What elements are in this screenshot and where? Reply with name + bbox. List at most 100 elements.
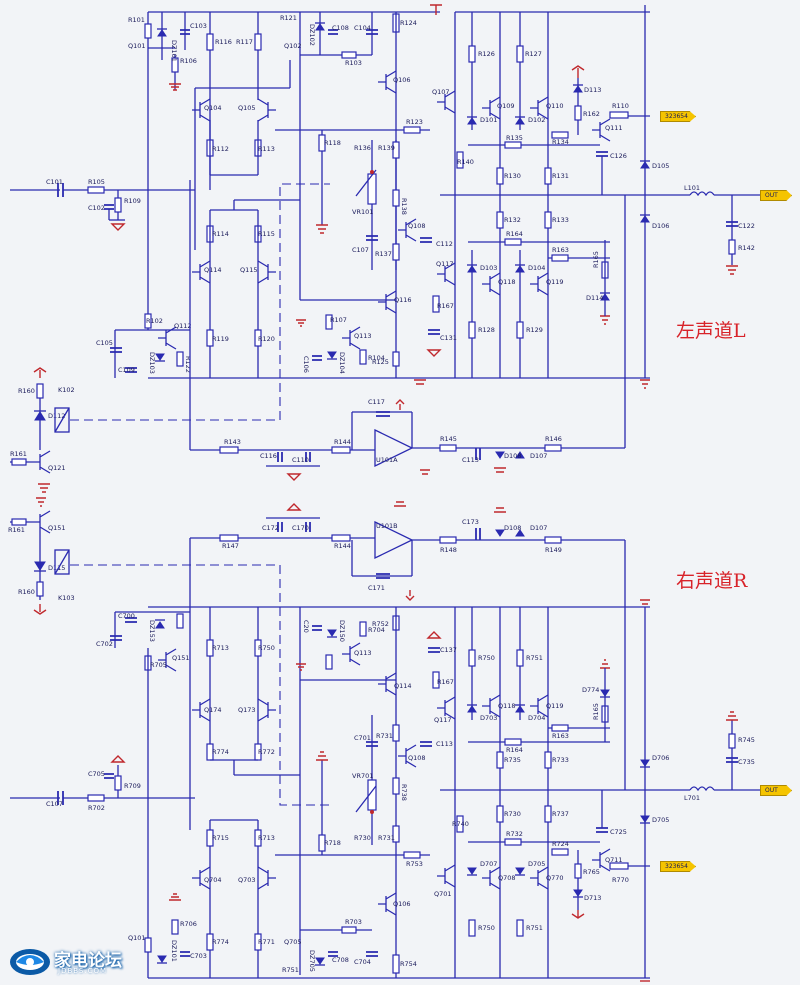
svg-text:Q104: Q104 xyxy=(204,104,222,112)
svg-text:R730: R730 xyxy=(504,810,521,818)
svg-text:Q110: Q110 xyxy=(546,102,564,110)
svg-text:Q151: Q151 xyxy=(48,524,66,532)
svg-text:R750: R750 xyxy=(258,644,275,652)
svg-text:C102: C102 xyxy=(88,204,105,212)
svg-text:R122: R122 xyxy=(184,356,192,373)
svg-text:R751: R751 xyxy=(282,966,299,974)
power-rails xyxy=(148,4,650,982)
svg-text:Q705: Q705 xyxy=(284,938,302,946)
svg-text:C705: C705 xyxy=(88,770,105,778)
svg-text:C105: C105 xyxy=(96,339,113,347)
svg-text:C708: C708 xyxy=(332,956,349,964)
svg-text:Q118: Q118 xyxy=(498,278,516,286)
right-bottom-terminal-tag: 323654 xyxy=(660,861,696,872)
svg-text:R161: R161 xyxy=(10,450,27,458)
svg-text:R102: R102 xyxy=(146,317,163,325)
svg-text:Q151: Q151 xyxy=(172,654,190,662)
svg-text:DZ705: DZ705 xyxy=(308,950,316,972)
svg-text:Q118: Q118 xyxy=(498,702,516,710)
svg-text:C735: C735 xyxy=(738,758,755,766)
svg-text:Q107: Q107 xyxy=(432,88,450,96)
svg-text:R731: R731 xyxy=(378,834,395,842)
svg-text:D774: D774 xyxy=(582,686,599,694)
right-channel-circuit: R161 Q151 D115 R160 K103 R147 R144 C172 … xyxy=(8,497,760,978)
left-channel-label: 左声道L xyxy=(676,320,746,342)
svg-text:R735: R735 xyxy=(504,756,521,764)
svg-text:R101: R101 xyxy=(128,16,145,24)
svg-text:Q112: Q112 xyxy=(174,322,192,330)
svg-text:D115: D115 xyxy=(48,564,65,572)
svg-text:R705: R705 xyxy=(150,661,167,669)
svg-text:R167: R167 xyxy=(437,678,454,686)
svg-text:R772: R772 xyxy=(258,748,275,756)
svg-text:R164: R164 xyxy=(506,230,523,238)
svg-text:D706: D706 xyxy=(652,754,669,762)
svg-text:C109: C109 xyxy=(118,366,135,374)
svg-text:R131: R131 xyxy=(552,172,569,180)
svg-text:R731: R731 xyxy=(376,732,393,740)
svg-text:D107: D107 xyxy=(530,452,547,460)
svg-text:R127: R127 xyxy=(525,50,542,58)
svg-text:Q114: Q114 xyxy=(204,266,222,274)
svg-text:DZ153: DZ153 xyxy=(148,620,156,642)
svg-text:C702: C702 xyxy=(96,640,113,648)
svg-text:R147: R147 xyxy=(222,542,239,550)
svg-text:R752: R752 xyxy=(372,620,389,628)
svg-text:R140: R140 xyxy=(457,158,474,166)
svg-text:R765: R765 xyxy=(583,868,600,876)
svg-text:R745: R745 xyxy=(738,736,755,744)
svg-text:D705: D705 xyxy=(528,860,545,868)
svg-text:R771: R771 xyxy=(258,938,275,946)
svg-text:R167: R167 xyxy=(437,302,454,310)
svg-text:R143: R143 xyxy=(224,438,241,446)
svg-text:R751: R751 xyxy=(526,654,543,662)
site-watermark: 家电论坛 JDBBS.COM xyxy=(8,945,148,979)
svg-text:Q105: Q105 xyxy=(238,104,256,112)
svg-text:R163: R163 xyxy=(552,732,569,740)
svg-text:C172: C172 xyxy=(262,524,279,532)
svg-text:R110: R110 xyxy=(612,102,629,110)
svg-text:C137: C137 xyxy=(440,646,457,654)
svg-text:D103: D103 xyxy=(480,264,497,272)
svg-text:Q115: Q115 xyxy=(240,266,258,274)
svg-text:D105: D105 xyxy=(652,162,669,170)
svg-text:D101: D101 xyxy=(480,116,497,124)
left-top-terminal-tag: 323654 xyxy=(660,111,696,122)
svg-text:R738: R738 xyxy=(400,784,408,801)
svg-text:Q119: Q119 xyxy=(546,702,564,710)
svg-text:Q117: Q117 xyxy=(434,716,452,724)
svg-text:Q173: Q173 xyxy=(238,706,256,714)
svg-text:K103: K103 xyxy=(58,594,75,602)
svg-text:Q711: Q711 xyxy=(605,856,623,864)
svg-text:R128: R128 xyxy=(478,326,495,334)
svg-text:Q117: Q117 xyxy=(436,260,454,268)
svg-text:C126: C126 xyxy=(610,152,627,160)
svg-text:D707: D707 xyxy=(480,860,497,868)
svg-text:Q101: Q101 xyxy=(128,934,146,942)
svg-text:R774: R774 xyxy=(212,938,229,946)
svg-text:Q113: Q113 xyxy=(354,332,372,340)
svg-text:R130: R130 xyxy=(504,172,521,180)
svg-text:D104: D104 xyxy=(528,264,545,272)
svg-text:R117: R117 xyxy=(236,38,253,46)
svg-text:D705: D705 xyxy=(652,816,669,824)
svg-text:Q108: Q108 xyxy=(408,754,426,762)
svg-text:R160: R160 xyxy=(18,387,35,395)
svg-text:R144: R144 xyxy=(334,542,351,550)
svg-text:R165: R165 xyxy=(592,251,600,268)
svg-text:Q106: Q106 xyxy=(393,76,411,84)
svg-text:R114: R114 xyxy=(212,230,229,238)
svg-text:R113: R113 xyxy=(258,145,275,153)
svg-text:C725: C725 xyxy=(610,828,627,836)
svg-text:Q704: Q704 xyxy=(204,876,222,884)
svg-text:Q119: Q119 xyxy=(546,278,564,286)
svg-text:C700: C700 xyxy=(118,612,135,620)
svg-text:DZ103: DZ103 xyxy=(148,352,156,374)
svg-text:R733: R733 xyxy=(552,756,569,764)
svg-text:D106: D106 xyxy=(652,222,669,230)
svg-text:R732: R732 xyxy=(506,830,523,838)
svg-text:Q109: Q109 xyxy=(497,102,515,110)
svg-text:R136: R136 xyxy=(354,144,371,152)
svg-text:R713: R713 xyxy=(258,834,275,842)
